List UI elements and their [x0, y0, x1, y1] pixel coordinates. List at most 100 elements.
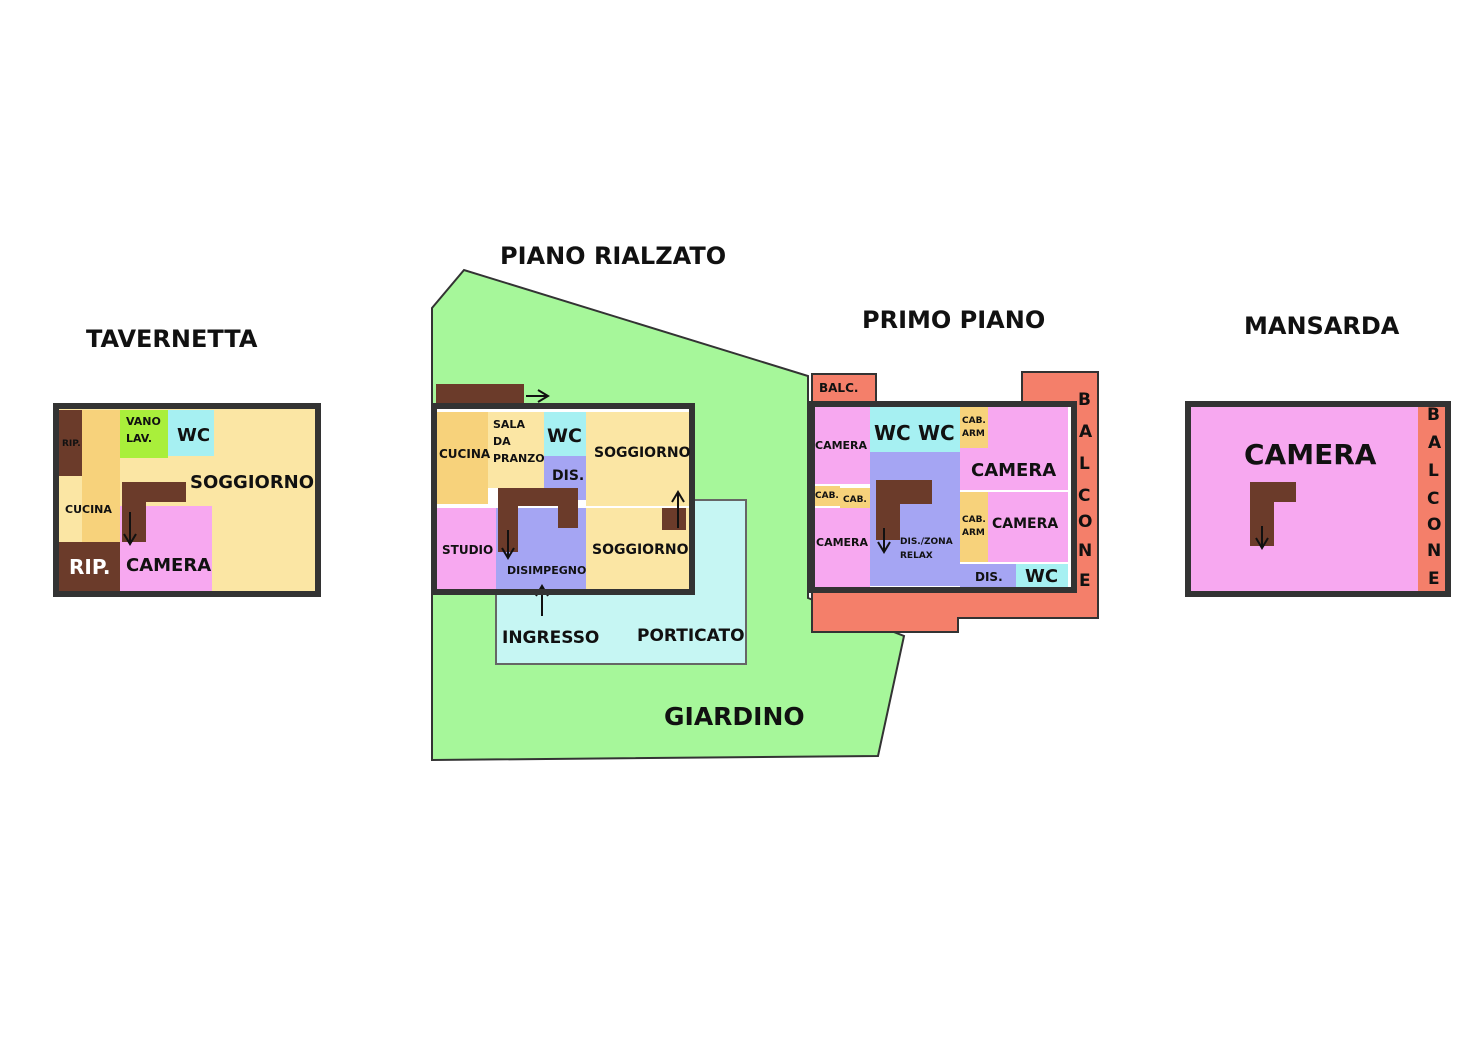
tav-label-camera: CAMERA	[126, 555, 211, 576]
title-tavernetta: TAVERNETTA	[86, 325, 258, 353]
pp-label-cab1: CAB.	[815, 491, 839, 501]
pp-label-wc2: WC	[918, 421, 955, 445]
pr-label-soggiorno1: SOGGIORNO	[594, 445, 691, 461]
tav-label-cucina: CUCINA	[65, 503, 112, 516]
pr-side-stair	[662, 508, 686, 530]
tavernetta-plan: TAVERNETTA RIP. VANO LAV. WC SOGGIORNO C…	[53, 325, 321, 597]
pp-cabarm2-room	[960, 492, 988, 562]
pp-camera2-ext	[960, 448, 988, 490]
pp-dis-room	[960, 564, 1016, 588]
ms-stair-arrow-icon	[1255, 526, 1269, 550]
pp-label-cab2: CAB.	[843, 495, 867, 505]
pp-stair-arrow-icon	[877, 528, 891, 554]
piano-rialzato-plan: PIANO RIALZATO CUCINA SALA DA PRANZO WC …	[431, 242, 906, 762]
ms-balcone-letters: B A L C O N E	[1427, 405, 1442, 589]
pr-label-wc: WC	[547, 425, 582, 447]
title-piano-rialzato: PIANO RIALZATO	[500, 242, 726, 270]
title-primo-piano: PRIMO PIANO	[862, 306, 1045, 334]
pr-label-da: DA	[493, 435, 511, 448]
pr-label-pranzo: PRANZO	[493, 452, 545, 465]
tav-stair-arrow-icon	[123, 512, 137, 546]
ms-label-camera: CAMERA	[1244, 438, 1377, 471]
title-mansarda: MANSARDA	[1244, 312, 1400, 340]
pp-balcone-letter: N	[1078, 541, 1092, 561]
pr-label-cucina: CUCINA	[439, 447, 491, 461]
ms-camera-room	[1188, 404, 1448, 594]
pr-label-soggiorno2: SOGGIORNO	[592, 542, 689, 558]
tav-cucina-room	[82, 410, 120, 542]
pp-camera3-room	[814, 508, 870, 588]
ms-balcone-letter: C	[1427, 489, 1439, 509]
ms-balcone-letter: L	[1428, 461, 1439, 481]
pr-top-stair-arrow-icon	[526, 389, 550, 403]
pr-cucina-room	[436, 412, 488, 504]
tav-wc-room	[168, 410, 214, 456]
pp-label-camera1: CAMERA	[815, 439, 868, 452]
pr-label-sala: SALA	[493, 418, 525, 431]
pp-balcone-letter: A	[1079, 422, 1093, 442]
pp-label-cabarm2b: ARM	[962, 528, 985, 538]
pp-label-camera4: CAMERA	[992, 516, 1058, 532]
ms-balcone-letter: B	[1427, 405, 1440, 425]
ms-balcone-letter: O	[1427, 515, 1441, 535]
pp-stair	[876, 480, 932, 540]
pp-balcone-letter: E	[1079, 571, 1091, 591]
pp-cabarm1-room	[960, 406, 988, 448]
pp-balcone-letter: L	[1079, 454, 1090, 474]
pp-wc3-room	[1016, 564, 1068, 588]
tav-label-rip: RIP.	[69, 555, 110, 579]
pp-label-camera2: CAMERA	[971, 460, 1056, 481]
pp-label-cabarm1b: ARM	[962, 429, 985, 439]
pr-studio-room	[436, 508, 496, 590]
pp-cab1-room	[814, 486, 840, 506]
pp-label-cabarm2a: CAB.	[962, 515, 986, 525]
tav-label-lav: LAV.	[126, 432, 152, 445]
pr-label-porticato: PORTICATO	[637, 626, 745, 646]
pr-label-studio: STUDIO	[442, 543, 493, 557]
mansarda-plan: MANSARDA CAMERA B A L C O N E	[1185, 312, 1451, 597]
pp-label-cabarm1a: CAB.	[962, 416, 986, 426]
pp-balcone-letter: B	[1078, 390, 1091, 410]
pr-wc-room	[544, 412, 586, 456]
tav-label-vano: VANO	[126, 415, 161, 428]
pp-label-camera3: CAMERA	[816, 536, 869, 549]
pp-camera2-room	[988, 406, 1068, 490]
pp-wc1-room	[870, 406, 914, 452]
pp-label-balc: BALC.	[819, 381, 858, 395]
pr-label-disimpegno: DISIMPEGNO	[507, 564, 586, 577]
pr-top-stair	[436, 384, 524, 406]
primo-piano-plan: PRIMO PIANO BALC. CAMERA WC WC CAB. ARM …	[809, 306, 1099, 633]
pp-label-wc1: WC	[874, 421, 911, 445]
pr-side-stair-arrow-icon	[671, 490, 685, 528]
pr-sala-room	[488, 412, 544, 488]
pp-balcone-letter: C	[1078, 486, 1090, 506]
ms-balcone-letter: A	[1428, 433, 1442, 453]
pr-outer-wall	[431, 403, 695, 595]
pp-label-dis-zona1: DIS./ZONA	[900, 537, 953, 547]
tav-label-soggiorno: SOGGIORNO	[190, 472, 314, 493]
pp-balcone-letter: O	[1078, 512, 1092, 532]
pp-wc2-room	[914, 406, 960, 452]
pp-label-dis: DIS.	[975, 570, 1003, 584]
pp-camera1-room	[814, 406, 870, 484]
pp-balcone-letters: B A L C O N E	[1078, 390, 1093, 591]
tav-rip-room	[58, 542, 120, 592]
ms-outer-wall	[1185, 401, 1451, 597]
pr-label-ingresso: INGRESSO	[502, 628, 599, 648]
pr-stair-arrow-icon	[501, 530, 515, 560]
tav-label-wc: WC	[177, 425, 210, 446]
ms-balcone-letter: E	[1428, 569, 1440, 589]
tav-vano-lav-room	[120, 410, 168, 458]
pp-cab2-room	[840, 488, 870, 508]
ms-balcone-strip	[1418, 406, 1446, 592]
pp-camera4-room	[988, 492, 1068, 562]
pr-stair	[498, 488, 578, 552]
pr-soggiorno1-room	[586, 412, 690, 506]
tav-stair	[122, 482, 186, 542]
tav-outer-wall	[53, 403, 321, 597]
pr-label-dis: DIS.	[552, 468, 584, 484]
pr-label-giardino: GIARDINO	[664, 702, 805, 731]
ms-balcone-letter: N	[1427, 541, 1441, 561]
tav-rip-small-room	[58, 410, 82, 476]
